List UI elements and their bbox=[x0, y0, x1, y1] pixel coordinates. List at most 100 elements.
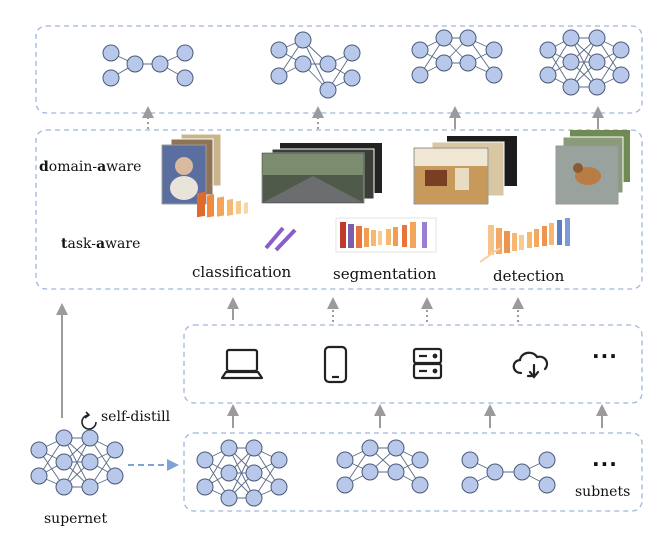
domain-aware-label: domain-aware bbox=[39, 159, 142, 175]
supernet-network bbox=[30, 429, 124, 496]
network-edge bbox=[63, 437, 91, 488]
network-node bbox=[196, 478, 214, 496]
network-node bbox=[343, 44, 361, 62]
network-node bbox=[245, 439, 263, 457]
network-node bbox=[387, 463, 405, 481]
classification-label: classification bbox=[192, 263, 292, 281]
laptop-icon bbox=[220, 348, 264, 380]
image-stack-detection bbox=[413, 136, 517, 205]
network-edge bbox=[570, 37, 598, 88]
network-node bbox=[196, 451, 214, 469]
network-node bbox=[220, 439, 238, 457]
network-node bbox=[126, 55, 144, 73]
network-node bbox=[485, 41, 503, 59]
self-distill-loop-icon bbox=[81, 414, 97, 430]
network-node bbox=[343, 69, 361, 87]
server-icon bbox=[412, 347, 443, 380]
network-node bbox=[461, 476, 479, 494]
supernet-label: supernet bbox=[44, 511, 108, 527]
network-node bbox=[270, 451, 288, 469]
network-node bbox=[81, 453, 99, 471]
image-stack-birds bbox=[555, 130, 630, 205]
network-node bbox=[539, 41, 557, 59]
network-node bbox=[319, 55, 337, 73]
subnets-box bbox=[183, 432, 643, 512]
subnet-architectures bbox=[196, 439, 556, 507]
detection-label: detection bbox=[493, 267, 565, 285]
network-node bbox=[106, 467, 124, 485]
network-node bbox=[411, 476, 429, 494]
dotted-arrows bbox=[142, 106, 524, 322]
architecture-3 bbox=[411, 29, 503, 84]
network-node bbox=[220, 489, 238, 507]
network-node bbox=[102, 44, 120, 62]
network-node bbox=[270, 478, 288, 496]
network-node bbox=[55, 429, 73, 447]
top-architectures bbox=[102, 29, 630, 99]
network-node bbox=[336, 476, 354, 494]
network-node bbox=[459, 29, 477, 47]
subnet-2 bbox=[336, 439, 429, 494]
architecture-1 bbox=[102, 44, 194, 87]
network-node bbox=[485, 66, 503, 84]
network-node bbox=[336, 451, 354, 469]
network-node bbox=[151, 55, 169, 73]
network-node bbox=[245, 489, 263, 507]
architecture-box bbox=[35, 25, 643, 114]
network-node bbox=[294, 31, 312, 49]
network-node bbox=[30, 467, 48, 485]
task-aware-label: task-aware bbox=[61, 236, 141, 252]
network-node bbox=[562, 53, 580, 71]
network-node bbox=[361, 439, 379, 457]
network-node bbox=[461, 451, 479, 469]
subnet-3 bbox=[461, 451, 556, 494]
network-node bbox=[588, 29, 606, 47]
network-node bbox=[30, 441, 48, 459]
network-node bbox=[81, 429, 99, 447]
more-subnets-ellipsis: ··· bbox=[592, 452, 618, 476]
phone-icon bbox=[323, 345, 348, 384]
network-node bbox=[588, 53, 606, 71]
network-node bbox=[411, 41, 429, 59]
self-distill-label: self-distill bbox=[101, 409, 171, 425]
network-node bbox=[538, 451, 556, 469]
architecture-2 bbox=[270, 31, 361, 99]
network-node bbox=[562, 78, 580, 96]
network-node bbox=[294, 55, 312, 73]
network-node bbox=[361, 463, 379, 481]
subnets-label: subnets bbox=[575, 484, 631, 500]
network-node bbox=[435, 54, 453, 72]
supernet-graph bbox=[30, 429, 124, 496]
network-node bbox=[612, 41, 630, 59]
network-node bbox=[102, 69, 120, 87]
image-stack-classification bbox=[161, 133, 222, 205]
network-node bbox=[220, 464, 238, 482]
network-node bbox=[55, 478, 73, 496]
network-node bbox=[176, 44, 194, 62]
architecture-4 bbox=[539, 29, 630, 96]
more-devices-ellipsis: ··· bbox=[592, 344, 618, 368]
segmentation-label: segmentation bbox=[333, 265, 437, 283]
network-node bbox=[176, 69, 194, 87]
network-node bbox=[270, 67, 288, 85]
network-node bbox=[270, 41, 288, 59]
network-node bbox=[411, 451, 429, 469]
network-node bbox=[588, 78, 606, 96]
classification-model-icon bbox=[197, 191, 297, 252]
network-node bbox=[612, 66, 630, 84]
network-node bbox=[319, 81, 337, 99]
network-node bbox=[55, 453, 73, 471]
network-node bbox=[81, 478, 99, 496]
network-node bbox=[411, 66, 429, 84]
network-node bbox=[459, 54, 477, 72]
image-stack-segmentation bbox=[261, 143, 382, 204]
domain-task-box bbox=[35, 129, 643, 290]
connector-arrows bbox=[56, 106, 608, 428]
subnet-1 bbox=[196, 439, 288, 507]
network-node bbox=[562, 29, 580, 47]
network-node bbox=[539, 66, 557, 84]
detection-model-icon bbox=[479, 218, 570, 263]
network-node bbox=[387, 439, 405, 457]
segmentation-model-icon bbox=[335, 217, 437, 253]
